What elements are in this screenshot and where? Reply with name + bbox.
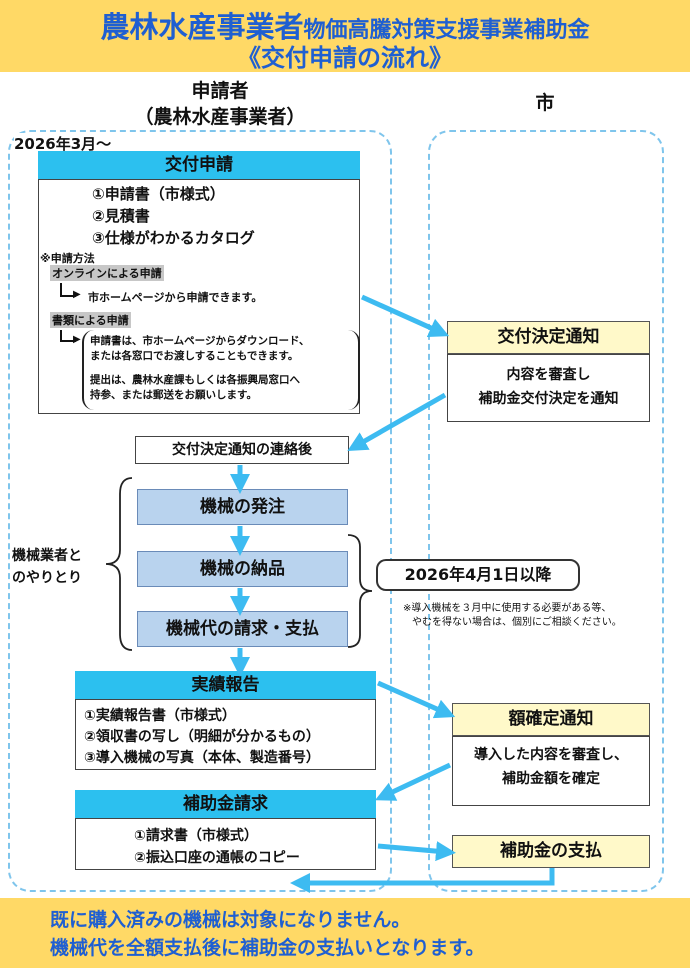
amount-text: 導入した内容を審査し、 bbox=[474, 747, 628, 763]
method-label: ※申請方法 bbox=[40, 252, 95, 265]
claim-title: 補助金請求 bbox=[75, 790, 376, 818]
application-item: ③仕様がわかるカタログ bbox=[92, 229, 255, 247]
title-big: 農林水産事業者 bbox=[100, 10, 304, 44]
applicant-heading-2: （農林水産事業者） bbox=[134, 106, 306, 128]
machine-note: ※導入機械を３月中に使用する必要がある等、 bbox=[403, 603, 612, 614]
decision-box bbox=[447, 354, 650, 422]
online-arrow-icon: ▶ bbox=[73, 289, 81, 300]
report-item: ①実績報告書（市様式） bbox=[84, 708, 236, 724]
start-date: 2026年3月～ bbox=[14, 133, 115, 154]
page-subtitle: 《交付申請の流れ》 bbox=[237, 44, 453, 72]
decision-title: 交付決定通知 bbox=[447, 321, 650, 354]
paper-bracket bbox=[82, 330, 360, 410]
footer-note: 既に購入済みの機械は対象になりません。 bbox=[50, 909, 411, 931]
online-text: 市ホームページから申請できます。 bbox=[88, 291, 263, 304]
application-item: ①申請書（市様式） bbox=[92, 185, 225, 203]
left-brace bbox=[105, 477, 133, 651]
report-item: ③導入機械の写真（本体、製造番号） bbox=[84, 750, 320, 766]
applicant-column-frame bbox=[8, 130, 392, 892]
paper-text: 申請書は、市ホームページからダウンロード、 bbox=[90, 335, 310, 347]
amount-box bbox=[452, 736, 650, 806]
city-heading: 市 bbox=[535, 92, 555, 114]
report-box bbox=[75, 699, 376, 770]
title-small: 物価高騰対策支援事業補助金 bbox=[303, 18, 590, 43]
decision-text: 内容を審査し bbox=[506, 367, 591, 383]
paper-text: 持参、または郵送をお願いします。 bbox=[90, 389, 257, 401]
machine-side-label: のやりとり bbox=[12, 570, 82, 586]
footer-banner bbox=[0, 898, 690, 968]
machine-note: やむを得ない場合は、個別にご相談ください。 bbox=[412, 617, 622, 628]
paper-arrow-icon: ▶ bbox=[73, 334, 81, 345]
claim-box bbox=[75, 818, 376, 870]
machine-delivery: 機械の納品 bbox=[137, 551, 348, 587]
online-branch-line bbox=[60, 283, 76, 297]
payment-box: 補助金の支払 bbox=[452, 835, 650, 868]
applicant-heading-1: 申請者 bbox=[191, 80, 249, 102]
header-banner bbox=[0, 0, 690, 72]
after-notice-box: 交付決定通知の連絡後 bbox=[135, 436, 349, 464]
machine-order: 機械の発注 bbox=[137, 489, 348, 525]
city-column-frame bbox=[428, 130, 664, 892]
application-title: 交付申請 bbox=[38, 151, 360, 179]
application-box bbox=[38, 179, 360, 414]
paper-text: 提出は、農林水産課もしくは各振興局窓口へ bbox=[90, 374, 300, 386]
machine-date-label: 2026年4月1日以降 bbox=[376, 559, 580, 591]
right-brace bbox=[347, 534, 373, 648]
amount-text: 補助金額を確定 bbox=[502, 771, 600, 787]
online-tag: オンラインによる申請 bbox=[50, 265, 164, 281]
footer-note: 機械代を全額支払後に補助金の支払いとなります。 bbox=[50, 937, 485, 959]
application-item: ②見積書 bbox=[92, 207, 150, 225]
claim-item: ①請求書（市様式） bbox=[134, 828, 258, 844]
machine-payment: 機械代の請求・支払 bbox=[137, 611, 348, 647]
paper-tag: 書類による申請 bbox=[50, 312, 131, 328]
machine-side-label: 機械業者と bbox=[12, 548, 82, 564]
page-title: 農林水産事業者物価高騰対策支援事業補助金 bbox=[0, 4, 690, 46]
claim-item: ②振込口座の通帳のコピー bbox=[134, 850, 300, 866]
amount-title: 額確定通知 bbox=[452, 703, 650, 736]
report-title: 実績報告 bbox=[75, 671, 376, 699]
paper-branch-line bbox=[60, 330, 76, 342]
paper-text: または各窓口でお渡しすることもできます。 bbox=[90, 350, 299, 362]
report-item: ②領収書の写し（明細が分かるもの） bbox=[84, 729, 320, 745]
decision-text: 補助金交付決定を通知 bbox=[478, 391, 619, 407]
